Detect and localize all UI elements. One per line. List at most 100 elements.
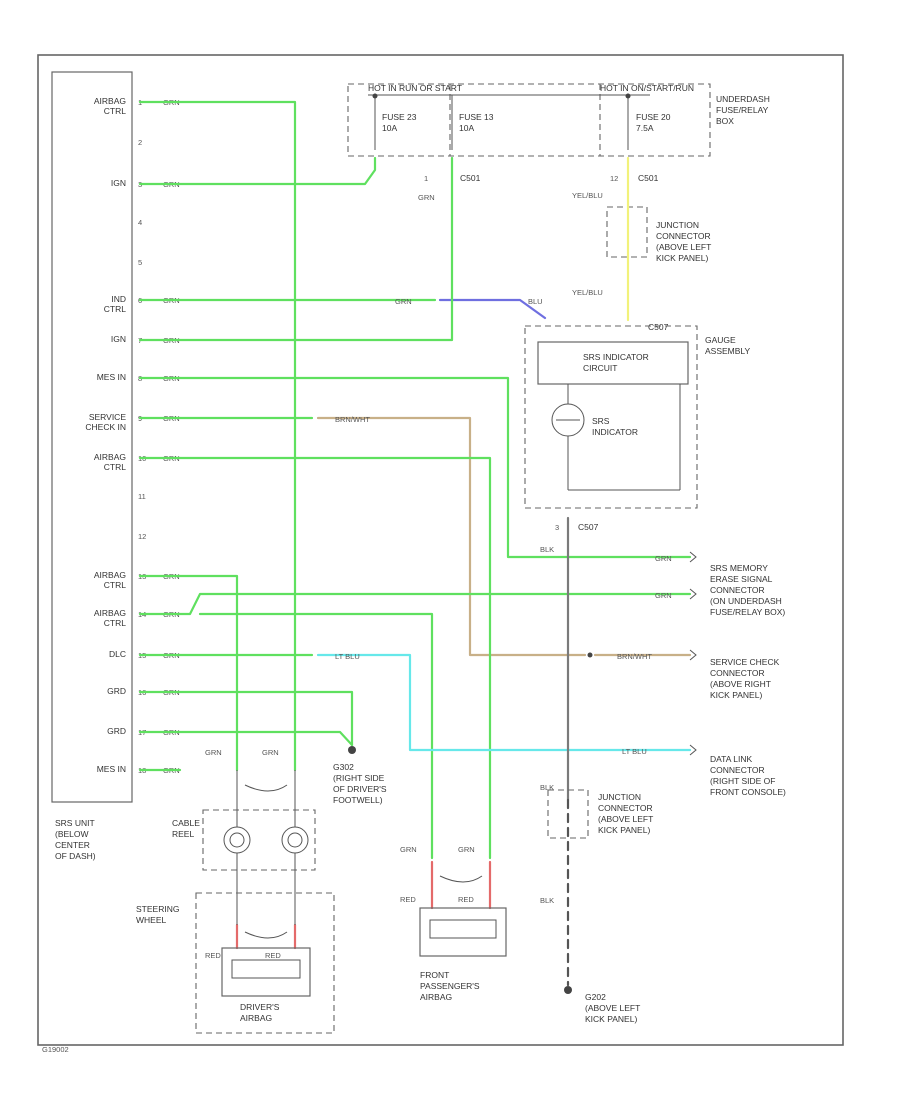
service-connector-terminal bbox=[689, 649, 697, 661]
srs-pin-label: MES IN bbox=[97, 764, 126, 774]
wire-label-grn-drv-1: GRN bbox=[205, 748, 222, 757]
wire-label-red-pass-2: RED bbox=[458, 895, 474, 904]
srs-pin-number: 11 bbox=[138, 492, 146, 501]
c501-right-pin: 12 bbox=[610, 174, 618, 183]
srs-pin-label: MES IN bbox=[97, 372, 126, 382]
fuse-box-hot-left: HOT IN RUN OR START bbox=[368, 83, 462, 93]
srs-pin-label: IGN bbox=[111, 334, 126, 344]
gauge-assembly bbox=[524, 325, 698, 509]
c501-left-pin: 1 bbox=[424, 174, 428, 183]
fuse-13-amps: 10A bbox=[459, 123, 474, 133]
diagram-id: G19002 bbox=[42, 1045, 69, 1054]
service-splice bbox=[587, 652, 593, 658]
c501-right-label: C501 bbox=[638, 173, 659, 183]
wire-label-blk-2: BLK bbox=[540, 783, 554, 792]
wire-pin14-passenger bbox=[198, 612, 434, 860]
diagram-frame bbox=[37, 54, 844, 1046]
cable-reel-shorting-bar bbox=[244, 784, 288, 792]
wire-pin1 bbox=[138, 100, 297, 772]
cable-reel-coil-2 bbox=[281, 826, 309, 854]
wire-label-yelblu-1: YEL/BLU bbox=[572, 191, 603, 200]
wire-label-brnwht-2: BRN/WHT bbox=[617, 652, 652, 661]
wire-label-red-drv-2: RED bbox=[265, 951, 281, 960]
wire-label-grn-pass-2: GRN bbox=[458, 845, 475, 854]
driver-airbag-squib bbox=[231, 959, 301, 979]
fuse-20-amps: 7.5A bbox=[636, 123, 654, 133]
memory-connector-terminal-2 bbox=[689, 588, 697, 600]
wire-label-red-pass-1: RED bbox=[400, 895, 416, 904]
wire-label-grn-ind: GRN bbox=[395, 297, 412, 306]
cable-reel-coil-2-inner bbox=[287, 832, 303, 848]
srs-pin-label: GRD bbox=[107, 686, 126, 696]
wire-label-brnwht-1: BRN/WHT bbox=[335, 415, 370, 424]
wire-label-grn-drv-2: GRN bbox=[262, 748, 279, 757]
wire-pin8 bbox=[138, 376, 692, 559]
srs-pin-number: 5 bbox=[138, 258, 142, 267]
wire-label-red-drv-1: RED bbox=[205, 951, 221, 960]
memory-connector-terminal bbox=[689, 551, 697, 563]
fuse-box bbox=[347, 83, 711, 157]
fuse-23-name: FUSE 23 bbox=[382, 112, 417, 122]
fuse-13-name: FUSE 13 bbox=[459, 112, 494, 122]
g202-ground-icon bbox=[564, 986, 572, 994]
fuse-20-node bbox=[625, 93, 631, 99]
cable-reel-coil-1 bbox=[223, 826, 251, 854]
fuse-23-amps: 10A bbox=[382, 123, 397, 133]
wiring bbox=[138, 100, 692, 987]
fuse-box-hot-right: HOT IN ON/START/RUN bbox=[600, 83, 694, 93]
wire-label-ltblu-1: LT BLU bbox=[335, 652, 360, 661]
cable-reel-box bbox=[202, 809, 316, 871]
c507-bottom-label: C507 bbox=[578, 522, 599, 532]
srs-unit-box bbox=[51, 71, 133, 803]
passenger-airbag-squib bbox=[429, 919, 497, 939]
wire-pin7 bbox=[138, 156, 454, 342]
srs-pin-label: DLC bbox=[109, 649, 126, 659]
driver-airbag-module bbox=[221, 947, 311, 997]
wire-label-blk-1: BLK bbox=[540, 545, 554, 554]
cable-reel-coil-1-inner bbox=[229, 832, 245, 848]
g302-ground-icon bbox=[348, 746, 356, 754]
wire-pin16 bbox=[138, 690, 354, 747]
wire-pin15-ltblu bbox=[316, 653, 692, 752]
datalink-connector-terminal bbox=[689, 744, 697, 756]
wire-pin17 bbox=[138, 730, 354, 747]
wire-pin6-blu bbox=[438, 298, 547, 320]
passenger-airbag-module bbox=[419, 907, 507, 957]
srs-pin-label: IGN bbox=[111, 178, 126, 188]
wire-label-yelblu-2: YEL/BLU bbox=[572, 288, 603, 297]
wire-label-grn-fuse: GRN bbox=[418, 193, 435, 202]
wire-label-blk-3: BLK bbox=[540, 896, 554, 905]
passenger-airbag-shorting-bar bbox=[439, 875, 483, 883]
srs-pin-number: 4 bbox=[138, 218, 142, 227]
c501-left-label: C501 bbox=[460, 173, 481, 183]
c507-bottom-pin: 3 bbox=[555, 523, 559, 532]
fuse-23-node bbox=[372, 93, 378, 99]
driver-airbag-shorting-bar bbox=[244, 931, 288, 939]
wire-pin3 bbox=[138, 156, 377, 186]
wire-pin9-brnwht bbox=[316, 416, 587, 657]
fuse-20-name: FUSE 20 bbox=[636, 112, 671, 122]
c507-top-label: C507 bbox=[648, 322, 669, 332]
wire-label-grn-mem: GRN bbox=[655, 554, 672, 563]
junction-connector-bottom bbox=[547, 789, 589, 839]
wire-pin13 bbox=[138, 574, 239, 772]
